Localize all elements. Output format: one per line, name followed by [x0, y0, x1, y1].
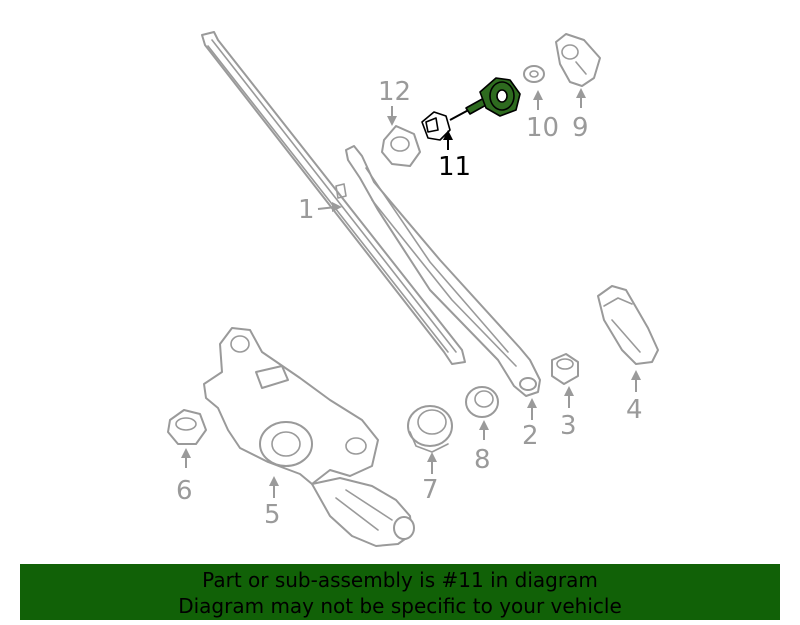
- callout-8: 8: [474, 420, 491, 475]
- callout-12: 12: [378, 77, 411, 126]
- part-4-cover-cap[interactable]: [597, 285, 659, 365]
- svg-text:5: 5: [264, 500, 281, 530]
- callout-6: 6: [176, 448, 193, 506]
- banner-line-2: Diagram may not be specific to your vehi…: [178, 594, 622, 618]
- part-8-bushing[interactable]: [465, 386, 499, 418]
- svg-text:2: 2: [522, 421, 539, 451]
- callout-11: 11: [438, 130, 471, 182]
- svg-text:9: 9: [572, 113, 589, 143]
- svg-text:7: 7: [422, 475, 439, 505]
- part-9-cover[interactable]: [555, 33, 601, 87]
- part-10-washer[interactable]: [523, 65, 545, 83]
- callout-9: 9: [572, 88, 589, 143]
- callout-2: 2: [522, 398, 539, 451]
- part-12-nut[interactable]: [381, 125, 421, 167]
- svg-text:1: 1: [298, 195, 315, 225]
- part-1-wiper-blade[interactable]: [201, 31, 466, 365]
- banner-line-1: Part or sub-assembly is #11 in diagram: [202, 568, 598, 592]
- svg-text:10: 10: [526, 113, 559, 143]
- svg-text:6: 6: [176, 476, 193, 506]
- callout-1: 1: [298, 195, 342, 225]
- callout-5: 5: [264, 476, 281, 530]
- svg-text:8: 8: [474, 445, 491, 475]
- svg-text:11: 11: [438, 152, 471, 182]
- part-3-nut[interactable]: [551, 353, 579, 385]
- svg-text:3: 3: [560, 411, 577, 441]
- callout-4: 4: [626, 370, 643, 425]
- callout-3: 3: [560, 386, 577, 441]
- parts-diagram: 1 2 3 4: [167, 31, 659, 547]
- part-2-wiper-arm[interactable]: [345, 145, 541, 397]
- svg-text:12: 12: [378, 77, 411, 107]
- part-6-hex-nut[interactable]: [167, 409, 207, 445]
- part-7-grommet[interactable]: [407, 405, 453, 453]
- callout-10: 10: [526, 90, 559, 143]
- part-11-highlighted-assembly[interactable]: [421, 77, 521, 141]
- info-banner: Part or sub-assembly is #11 in diagram D…: [20, 564, 780, 620]
- callout-7: 7: [422, 452, 439, 505]
- part-5-wiper-motor[interactable]: [203, 327, 415, 547]
- svg-text:4: 4: [626, 395, 643, 425]
